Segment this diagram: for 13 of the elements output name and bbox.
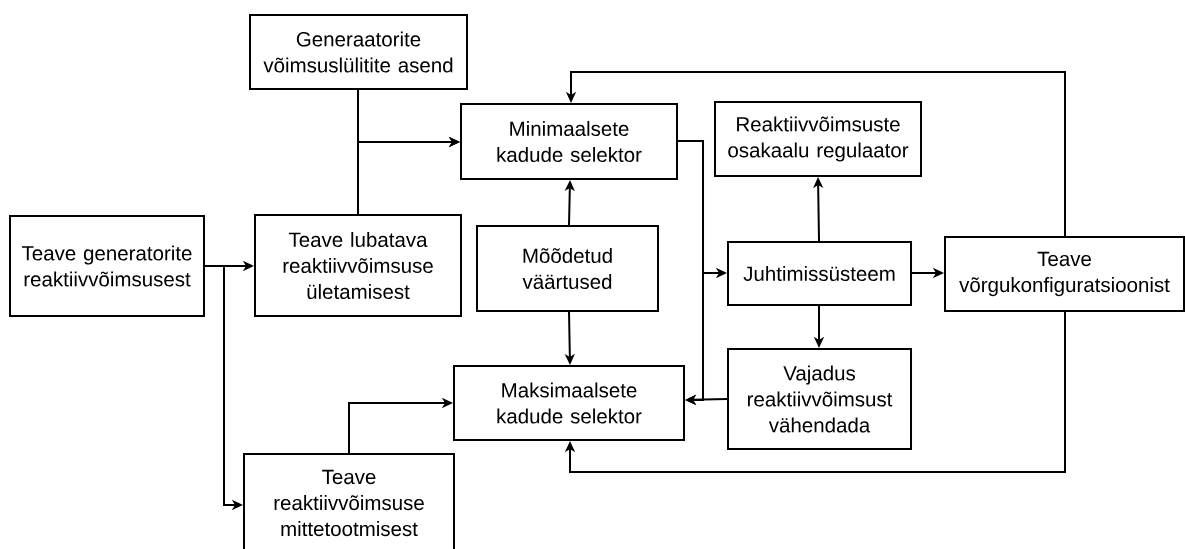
arrow [564,311,1066,473]
process-box: Generaatorite võimsuslülitite asend [249,14,468,90]
process-box: Reaktiivvõimsuste osakaalu regulaator [714,101,922,177]
process-box: Teave lubatava reaktiivvõimsuse ületamisest [254,214,462,317]
process-box: Teave generatorite reaktiivvõimsusest [9,215,205,317]
process-box: Vajadus reaktiivvõimsust vähendada [727,348,912,450]
process-box: Maksimaalsete kadude selektor [453,365,685,441]
arrow [677,140,704,406]
process-box: Juhtimissüsteem [727,241,912,306]
process-box: Minimaalsete kadude selektor [460,103,678,180]
process-box: Teave reaktiivvõimsuse mittetootmisest [243,453,455,549]
process-box: Teave võrgukonfiguratsioonist [944,236,1185,312]
process-box: Mõõdetud väärtused [476,225,659,312]
